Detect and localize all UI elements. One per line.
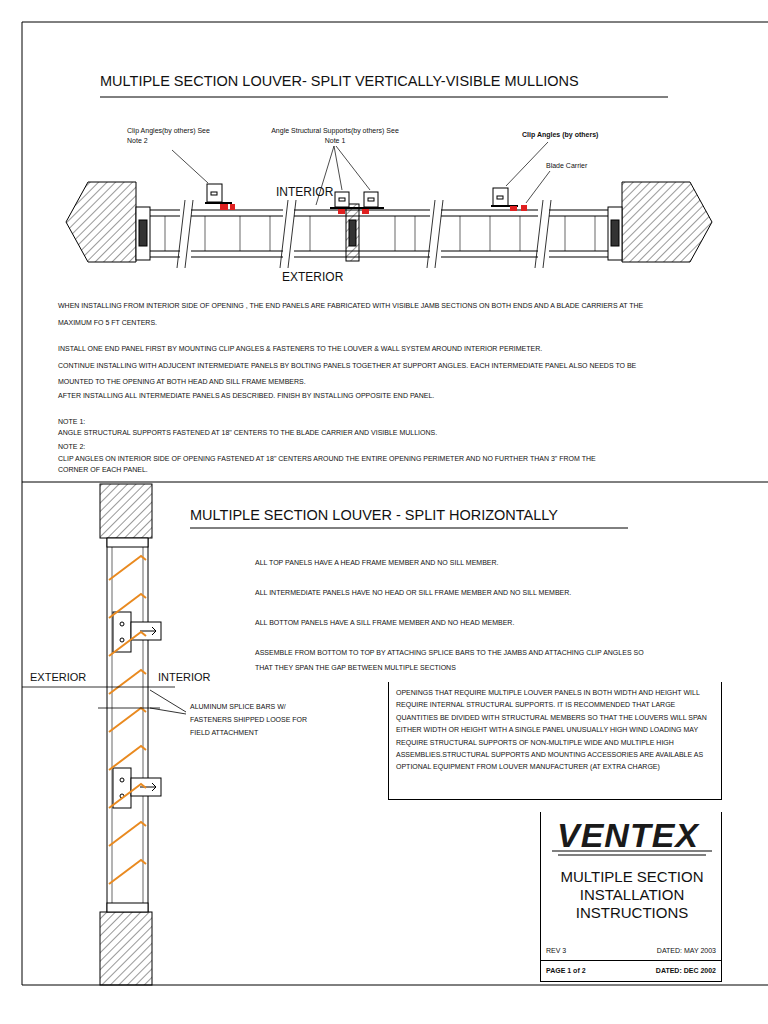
note-text: ANGLE STRUCTURAL SUPPORTS FASTENED AT 18… [58, 428, 698, 438]
instruction-text: ALL BOTTOM PANELS HAVE A SILL FRAME MEMB… [255, 617, 725, 629]
wall-section [100, 484, 152, 985]
instruction-text: AFTER INSTALLING ALL INTERMEDIATE PANELS… [58, 390, 698, 402]
side-label: INTERIOR [158, 671, 211, 684]
section-lines [22, 687, 186, 714]
note-box-text: OPENINGS THAT REQUIRE MULTIPLE LOUVER PA… [396, 687, 714, 774]
side-label: EXTERIOR [30, 671, 86, 684]
section-heading: MULTIPLE SECTION LOUVER- SPLIT VERTICALL… [100, 72, 579, 90]
note-text: CLIP ANGLES ON INTERIOR SIDE OF OPENING … [58, 453, 606, 475]
instruction-text: ASSEMBLE FROM BOTTOM TO TOP BY ATTACHING… [255, 645, 645, 675]
callout-label: ALUMINUM SPLICE BARS W/ FASTENERS SHIPPE… [190, 700, 318, 739]
louver-plan [136, 204, 622, 261]
instruction-text: ALL INTERMEDIATE PANELS HAVE NO HEAD OR … [255, 587, 725, 599]
title-block-text: REV 3 [546, 946, 566, 956]
note-heading: NOTE 2: [58, 442, 85, 452]
logo-box-text: VENTEX [557, 815, 699, 855]
side-label: EXTERIOR [282, 270, 343, 284]
logo-box: VENTEX [541, 812, 721, 862]
instruction-text: WHEN INSTALLING FROM INTERIOR SIDE OF OP… [58, 297, 658, 331]
wall-section [66, 182, 712, 262]
louver-blades [109, 556, 146, 884]
callout-label: Angle Structural Supports(by others) See… [268, 126, 402, 146]
instruction-text: INSTALL ONE END PANEL FIRST BY MOUNTING … [58, 343, 698, 355]
callout-label: Blade Carrier [546, 161, 587, 171]
instruction-text: CONTINUE INSTALLING WITH ADJUCENT INTERM… [58, 358, 654, 390]
section-heading: MULTIPLE SECTION LOUVER - SPLIT HORIZONT… [190, 506, 558, 524]
page-frame [22, 22, 768, 985]
title-block-text: MULTIPLE SECTION INSTALLATION INSTRUCTIO… [547, 868, 717, 922]
louver-section [107, 538, 161, 912]
instruction-text: ALL TOP PANELS HAVE A HEAD FRAME MEMBER … [255, 557, 725, 569]
page-row-text: DATED: DEC 2002 [656, 966, 716, 976]
callout-label: Clip Angles(by others) See Note 2 [127, 126, 213, 146]
clip-angles [205, 184, 518, 208]
callout-label: Clip Angles (by others) [522, 130, 598, 140]
page-row: PAGE 1 of 2 DATED: DEC 2002 [541, 960, 721, 980]
page-row-text: PAGE 1 of 2 [546, 966, 586, 976]
title-block: MULTIPLE SECTION INSTALLATION INSTRUCTIO… [540, 812, 722, 982]
leader-lines [172, 142, 550, 205]
note-heading: NOTE 1: [58, 417, 85, 427]
break-marks [177, 200, 551, 268]
side-label: INTERIOR [276, 185, 333, 199]
fasteners [220, 204, 527, 214]
title-block-text: DATED: MAY 2003 [657, 946, 716, 956]
note-box: OPENINGS THAT REQUIRE MULTIPLE LOUVER PA… [388, 682, 722, 800]
